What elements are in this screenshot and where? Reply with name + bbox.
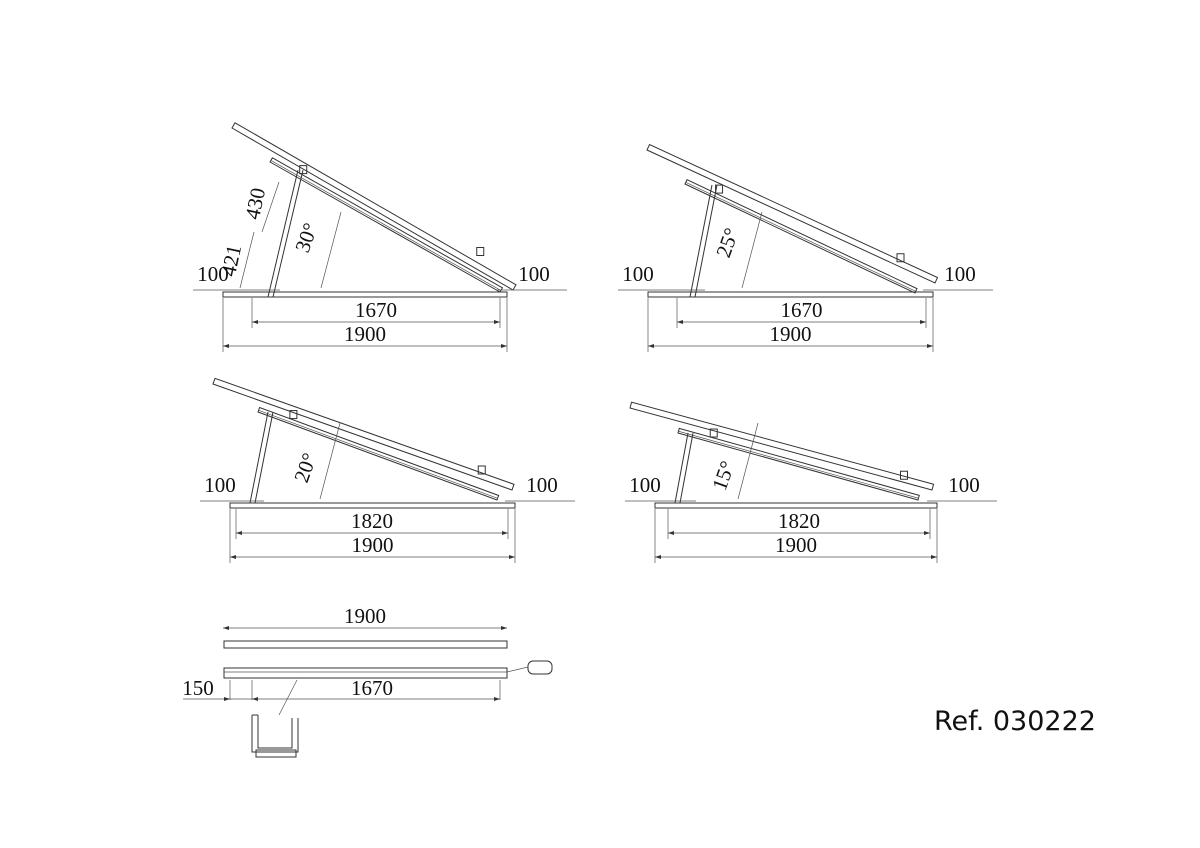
support-leg (267, 169, 299, 298)
inclined-rail (677, 427, 920, 501)
right-overhang-dimension: 100 (518, 262, 550, 286)
support-leg (249, 411, 269, 504)
leader-line (506, 666, 529, 673)
reference-number: Ref. 030222 (934, 706, 1096, 737)
arrowhead (502, 531, 508, 535)
arrowhead (494, 697, 500, 701)
panel-clamp (299, 165, 308, 175)
angle-arc (319, 422, 341, 500)
arrowhead (920, 320, 926, 324)
arrowhead (509, 555, 515, 559)
profile-base (255, 749, 297, 758)
arrowhead (927, 344, 933, 348)
rail-profile-section (251, 714, 299, 753)
rail-spacing-dimension: 1820 (351, 509, 393, 533)
panel-clamp (709, 428, 718, 438)
rail-inner-line (685, 182, 916, 292)
arrowhead (931, 555, 937, 559)
support-leg (272, 169, 304, 298)
hole-offset-dimension: 150 (182, 676, 214, 700)
base-rail (222, 291, 508, 298)
angle-arc (320, 211, 342, 289)
panel-clamp (900, 470, 908, 480)
hole-spacing-dimension: 1670 (351, 676, 393, 700)
base-rail (647, 291, 934, 298)
rail-inner-line (270, 160, 502, 291)
arrowhead (494, 320, 500, 324)
arrowhead (648, 344, 654, 348)
angle-arc (741, 211, 763, 289)
panel-clamp (477, 465, 486, 475)
tilt-angle-label: 25° (711, 225, 744, 261)
leg-lower-dimension: 421 (216, 243, 246, 279)
arrowhead (252, 320, 258, 324)
left-overhang-dimension: 100 (629, 473, 661, 497)
rail-spacing-dimension: 1670 (355, 298, 397, 322)
tilt-angle-label: 20° (289, 450, 322, 486)
left-overhang-dimension: 100 (204, 473, 236, 497)
angle-arc (737, 422, 759, 500)
arrowhead (223, 626, 229, 630)
arrowhead (230, 555, 236, 559)
solar-panel (212, 377, 515, 491)
rail-top-view (223, 640, 508, 649)
arrowhead (677, 320, 683, 324)
leader-line (278, 679, 298, 716)
dimension-line (261, 181, 280, 233)
arrowhead (224, 697, 230, 701)
leg-upper-dimension: 430 (240, 186, 270, 222)
rail-side-view (223, 667, 508, 679)
total-length-dimension: 1900 (770, 322, 812, 346)
arrowhead (223, 344, 229, 348)
tilt-angle-label: 30° (290, 220, 323, 256)
solar-panel (629, 401, 935, 491)
rail-detail: 1900 150 1670 (182, 604, 553, 758)
base-rail (229, 502, 516, 509)
support-leg (694, 184, 718, 298)
dimension-line (239, 231, 255, 289)
arrowhead (668, 531, 674, 535)
panel-clamp (896, 253, 905, 263)
tilt-angle-label: 15° (707, 458, 740, 494)
support-leg (674, 432, 689, 504)
arrowhead (252, 697, 258, 701)
arrowhead (236, 531, 242, 535)
rail-inner-line (258, 409, 498, 499)
arrowhead (655, 555, 661, 559)
rail-spacing-dimension: 1670 (781, 298, 823, 322)
solar-panel (231, 122, 517, 291)
inclined-rail (684, 178, 918, 294)
right-overhang-dimension: 100 (526, 473, 558, 497)
panel-clamp (289, 410, 298, 420)
support-leg (254, 411, 274, 504)
panel-clamp (715, 184, 724, 194)
arrowhead (501, 626, 507, 630)
rail-spacing-dimension: 1820 (778, 509, 820, 533)
panel-clamp (476, 247, 485, 256)
left-overhang-dimension: 100 (622, 262, 654, 286)
support-leg (679, 432, 694, 504)
right-overhang-dimension: 100 (948, 473, 980, 497)
right-overhang-dimension: 100 (944, 262, 976, 286)
support-leg (689, 184, 713, 298)
total-length-dimension: 1900 (344, 322, 386, 346)
arrowhead (501, 344, 507, 348)
inclined-rail (269, 157, 504, 293)
solar-panel (646, 143, 939, 284)
total-length-dimension: 1900 (352, 533, 394, 557)
rail-inner-line (678, 430, 919, 499)
total-length-dimension: 1900 (775, 533, 817, 557)
left-overhang-dimension: 100 (197, 262, 229, 286)
arrowhead (924, 531, 930, 535)
rail-total-length-dimension: 1900 (344, 604, 386, 628)
base-rail (654, 502, 938, 509)
inclined-rail (257, 406, 500, 501)
slot-detail (527, 660, 553, 675)
